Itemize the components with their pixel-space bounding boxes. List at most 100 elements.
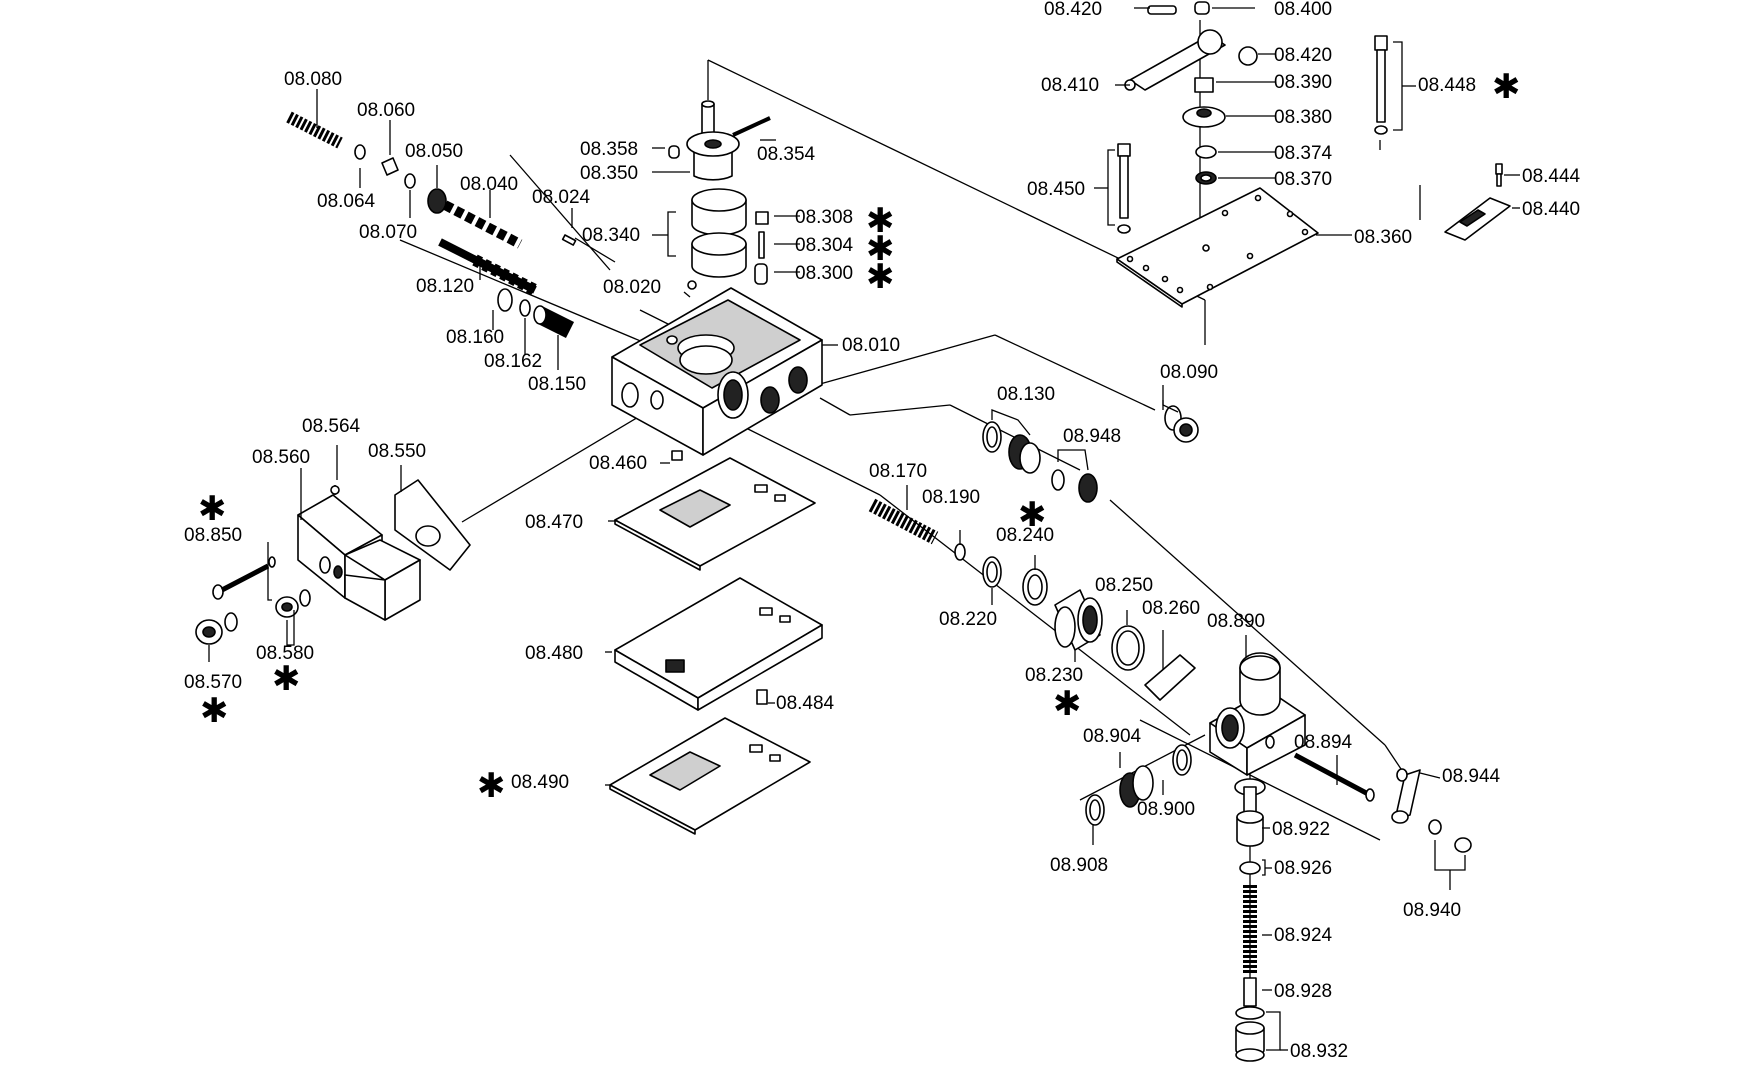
label-08162: 08.162 xyxy=(484,351,542,372)
label-08308: 08.308 xyxy=(795,207,853,228)
plate-08480 xyxy=(614,577,823,711)
leader-lines xyxy=(208,7,1520,1051)
asterisk-08304: ✱ xyxy=(866,230,895,268)
label-08380: 08.380 xyxy=(1274,107,1332,128)
bolt-08450 xyxy=(1117,143,1131,234)
ring-08250 xyxy=(1111,625,1145,671)
label-08850: 08.850 xyxy=(184,525,242,546)
label-08580: 08.580 xyxy=(256,643,314,664)
spool-08120 xyxy=(438,238,575,339)
assembly-lines xyxy=(399,20,1421,1000)
parts xyxy=(195,1,1511,1062)
label-08024: 08.024 xyxy=(532,187,591,208)
label-08480: 08.480 xyxy=(525,643,583,664)
label-08360: 08.360 xyxy=(1354,227,1412,248)
label-08420-top: 08.420 xyxy=(1044,0,1102,20)
lever-08944 xyxy=(1391,768,1472,853)
asterisk-08300: ✱ xyxy=(866,258,895,296)
label-08926: 08.926 xyxy=(1274,858,1332,879)
label-08230: 08.230 xyxy=(1025,665,1083,686)
label-08894: 08.894 xyxy=(1294,732,1353,753)
label-08560: 08.560 xyxy=(252,447,310,468)
valve-body-08890 xyxy=(1209,652,1306,776)
label-08358: 08.358 xyxy=(580,139,638,160)
rings-08220 xyxy=(982,556,1048,606)
label-08304: 08.304 xyxy=(795,235,854,256)
label-08060: 08.060 xyxy=(357,100,415,121)
label-08944: 08.944 xyxy=(1442,766,1501,787)
part-labels: 08.420 08.400 08.420 08.410 08.390 08.38… xyxy=(184,0,1581,1062)
label-08064: 08.064 xyxy=(317,191,376,212)
label-08440: 08.440 xyxy=(1522,199,1580,220)
label-08340: 08.340 xyxy=(582,225,640,246)
spring-08080 xyxy=(286,111,416,189)
label-08090: 08.090 xyxy=(1160,362,1218,383)
cylinder-08350 xyxy=(668,100,771,278)
label-08900: 08.900 xyxy=(1137,799,1195,820)
label-08932: 08.932 xyxy=(1290,1041,1348,1062)
label-08350: 08.350 xyxy=(580,163,638,184)
label-08564: 08.564 xyxy=(302,416,361,437)
label-08890: 08.890 xyxy=(1207,611,1265,632)
label-08550: 08.550 xyxy=(368,441,426,462)
stack-08922 xyxy=(1234,778,1266,1062)
plate-08440 xyxy=(1444,163,1511,241)
label-08050: 08.050 xyxy=(405,141,463,162)
label-08240: 08.240 xyxy=(996,525,1054,546)
label-08130: 08.130 xyxy=(997,384,1055,405)
pins-08300 xyxy=(754,211,769,285)
label-08010: 08.010 xyxy=(842,335,900,356)
bolt-08850 xyxy=(212,556,276,600)
label-08374: 08.374 xyxy=(1274,143,1333,164)
label-08260: 08.260 xyxy=(1142,598,1200,619)
label-08150: 08.150 xyxy=(528,374,586,395)
label-08390: 08.390 xyxy=(1274,72,1332,93)
spring-08170 xyxy=(868,498,966,561)
label-08400: 08.400 xyxy=(1274,0,1332,20)
asterisk-08580: ✱ xyxy=(272,660,301,698)
label-08904: 08.904 xyxy=(1083,726,1142,747)
bolt-08448 xyxy=(1374,35,1388,135)
gasket-08550 xyxy=(394,479,471,571)
valve-spool-08040 xyxy=(427,188,577,249)
label-08922: 08.922 xyxy=(1272,819,1330,840)
plugs-08570 xyxy=(195,589,311,645)
label-08450: 08.450 xyxy=(1027,179,1085,200)
cover-08260 xyxy=(1144,654,1196,701)
label-08160: 08.160 xyxy=(446,327,504,348)
label-08444: 08.444 xyxy=(1522,166,1581,187)
label-08570: 08.570 xyxy=(184,672,242,693)
label-08120: 08.120 xyxy=(416,276,474,297)
label-08080: 08.080 xyxy=(284,69,342,90)
bolt-08894 xyxy=(1293,752,1375,802)
plate-08490 xyxy=(609,717,811,835)
cover-plate-08360 xyxy=(1116,187,1319,308)
label-08948: 08.948 xyxy=(1063,426,1121,447)
asterisk-08240: ✱ xyxy=(1018,496,1047,534)
label-08448: 08.448 xyxy=(1418,75,1476,96)
piston-08230 xyxy=(1054,589,1103,651)
label-08410: 08.410 xyxy=(1041,75,1099,96)
plate-08470 xyxy=(614,457,816,571)
lever-assembly xyxy=(1124,1,1258,185)
label-08924: 08.924 xyxy=(1274,925,1333,946)
label-08250: 08.250 xyxy=(1095,575,1153,596)
label-08300: 08.300 xyxy=(795,263,853,284)
label-08470: 08.470 xyxy=(525,512,583,533)
label-08484: 08.484 xyxy=(776,693,835,714)
label-08940: 08.940 xyxy=(1403,900,1461,921)
label-08020: 08.020 xyxy=(603,277,661,298)
asterisk-08448: ✱ xyxy=(1492,68,1521,106)
asterisk-08490: ✱ xyxy=(477,767,506,805)
solenoid-08560 xyxy=(297,485,421,621)
label-08490: 08.490 xyxy=(511,772,569,793)
asterisk-08570: ✱ xyxy=(200,692,229,730)
asterisk-08850: ✱ xyxy=(198,490,227,528)
main-housing-08010 xyxy=(611,280,823,461)
label-08220: 08.220 xyxy=(939,609,997,630)
label-08908: 08.908 xyxy=(1050,855,1108,876)
label-08170: 08.170 xyxy=(869,461,927,482)
label-08040: 08.040 xyxy=(460,174,518,195)
label-08070: 08.070 xyxy=(359,222,417,243)
